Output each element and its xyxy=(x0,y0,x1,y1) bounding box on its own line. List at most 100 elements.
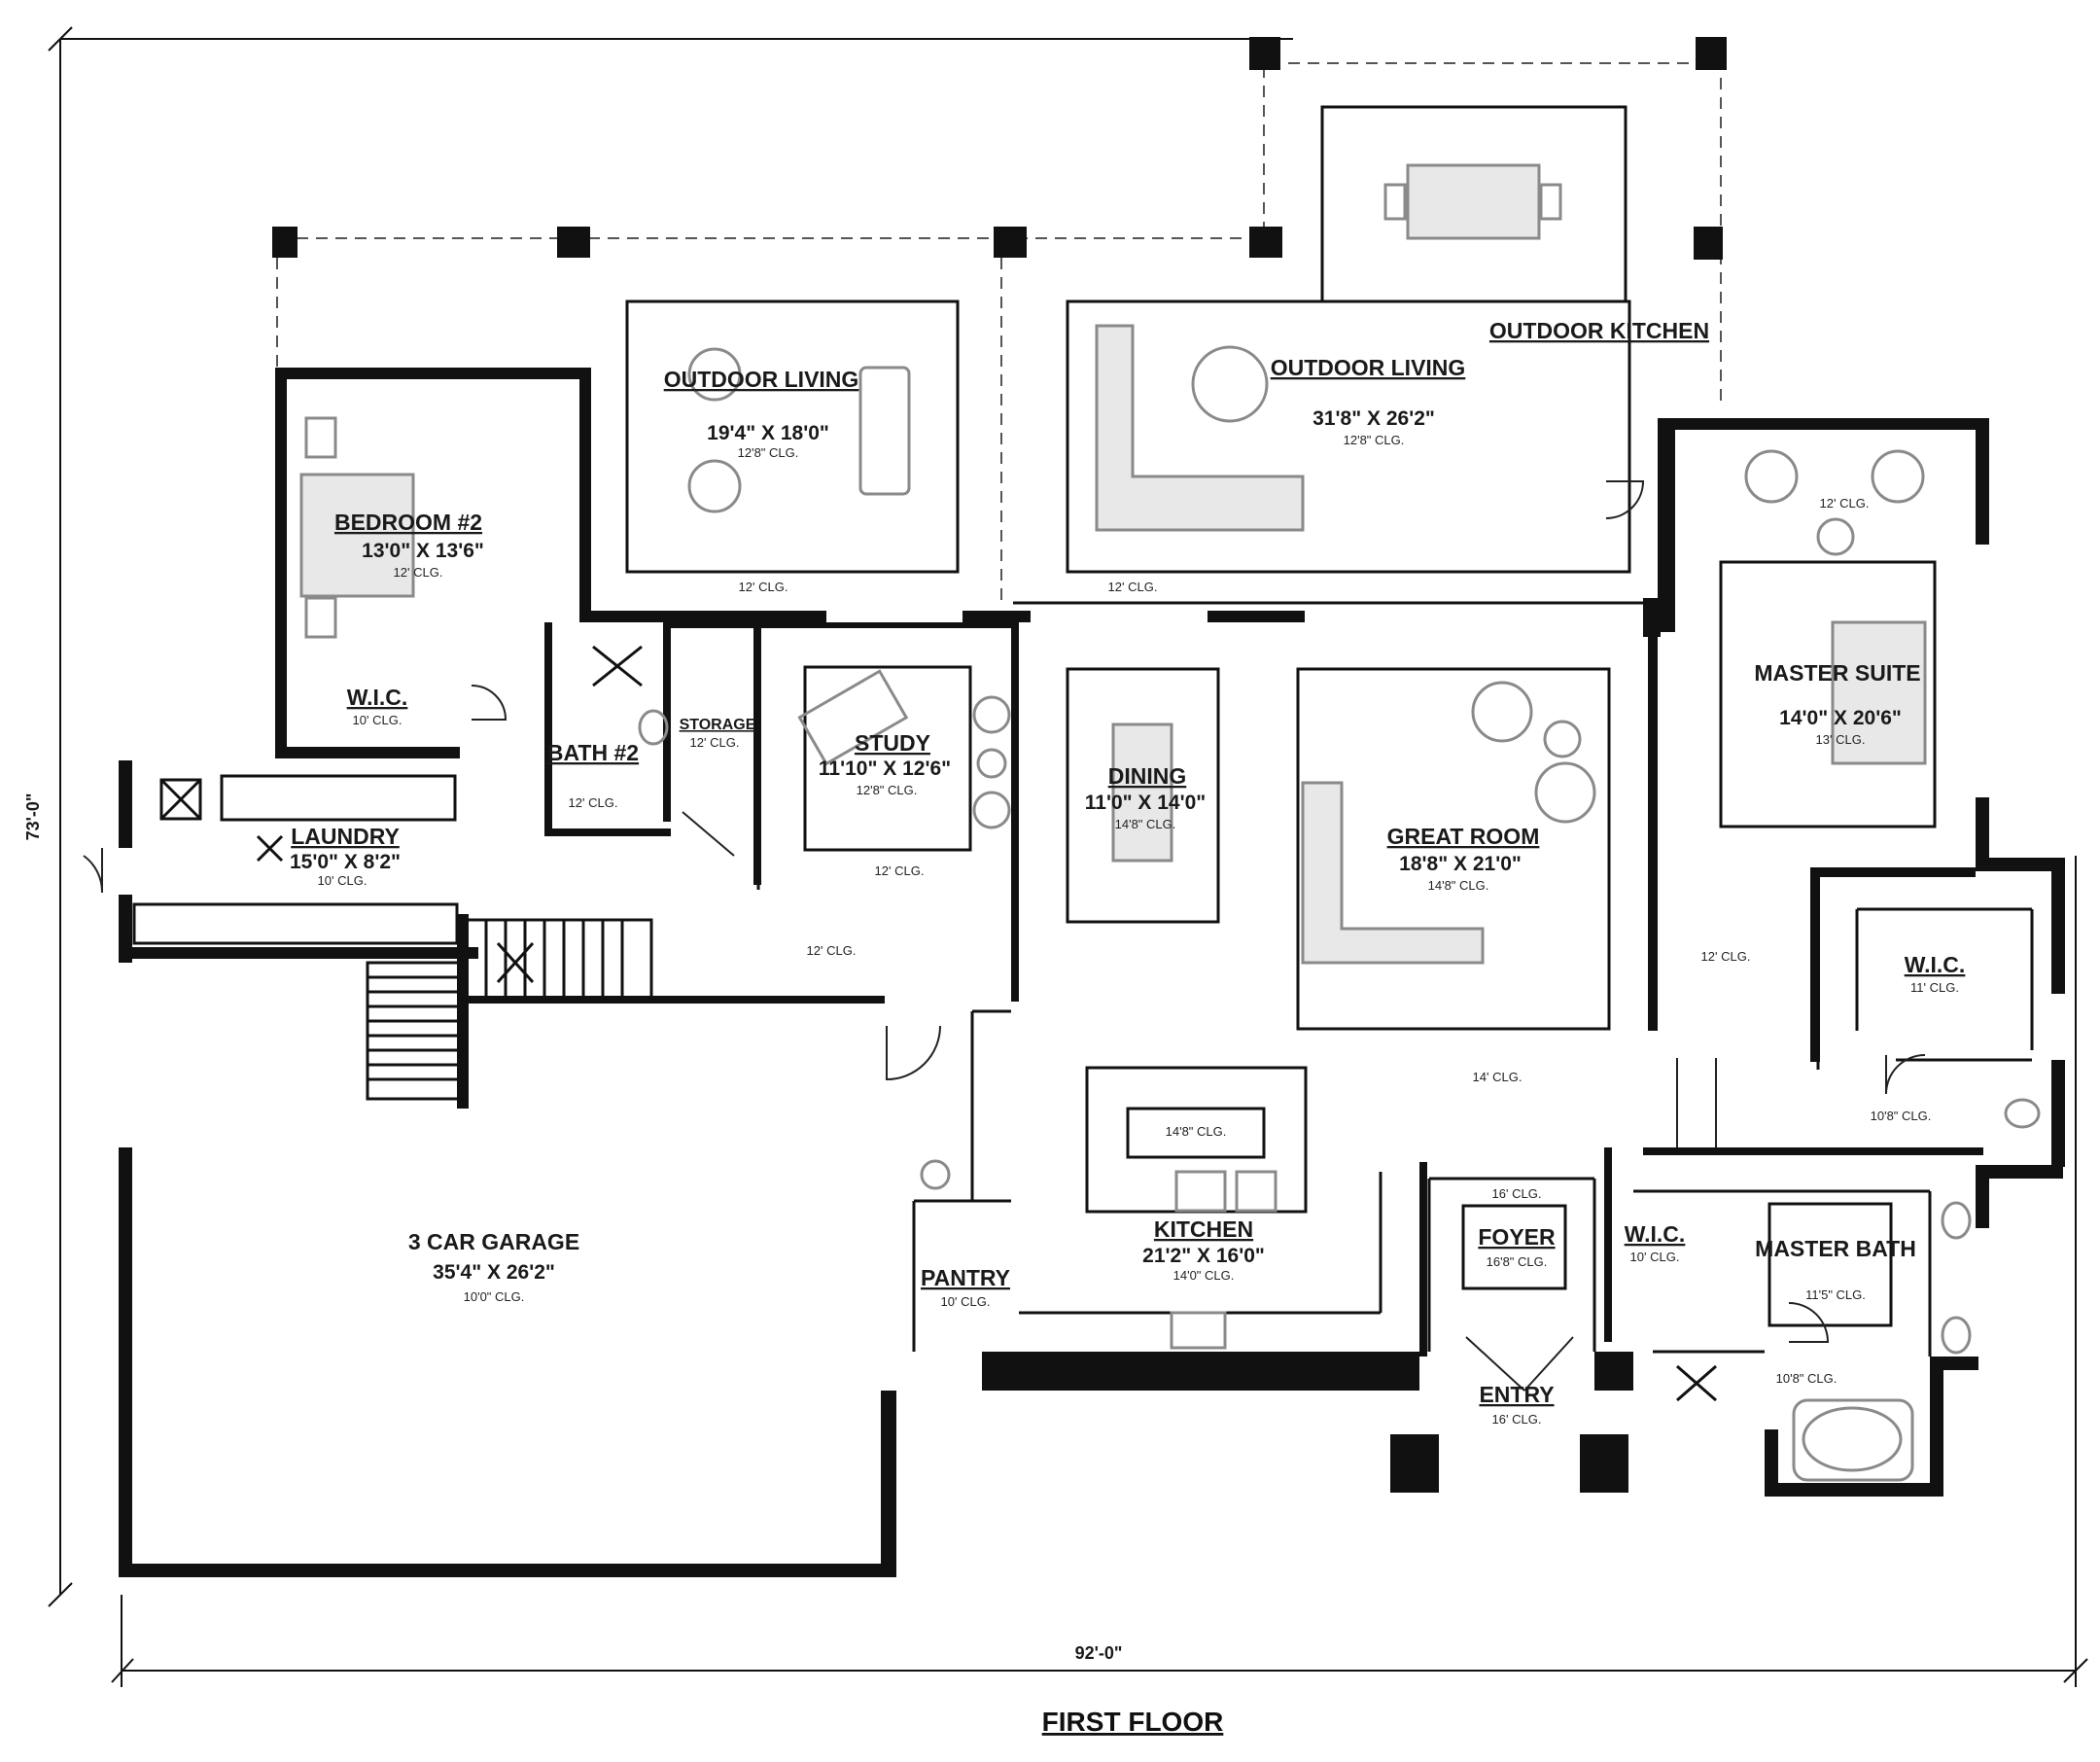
doors xyxy=(83,480,1926,1392)
svg-text:12' CLG.: 12' CLG. xyxy=(690,735,740,750)
outdoor-living-left-rug xyxy=(625,300,960,574)
svg-text:10' CLG.: 10' CLG. xyxy=(318,873,368,888)
svg-text:11'0" X 14'0": 11'0" X 14'0" xyxy=(1085,792,1207,814)
svg-text:10'8" CLG.: 10'8" CLG. xyxy=(1871,1109,1932,1123)
svg-text:15'0" X 8'2": 15'0" X 8'2" xyxy=(290,851,401,873)
master-bath-rug xyxy=(1768,1202,1893,1327)
svg-text:16' CLG.: 16' CLG. xyxy=(1492,1186,1542,1201)
svg-text:14'0" X 20'6": 14'0" X 20'6" xyxy=(1779,707,1902,729)
svg-text:18'8" X 21'0": 18'8" X 21'0" xyxy=(1399,853,1522,875)
svg-text:OUTDOOR LIVING: OUTDOOR LIVING xyxy=(1271,355,1466,380)
svg-text:19'4" X 18'0": 19'4" X 18'0" xyxy=(707,422,829,444)
svg-text:3 CAR GARAGE: 3 CAR GARAGE xyxy=(408,1229,579,1254)
svg-text:21'2" X 16'0": 21'2" X 16'0" xyxy=(1142,1245,1265,1267)
master-bath-label: MASTER BATH 11'5" CLG. xyxy=(1755,1236,1916,1302)
width-dimension-label: 92'-0" xyxy=(1075,1643,1123,1663)
svg-text:DINING: DINING xyxy=(1108,763,1187,789)
svg-text:12'8" CLG.: 12'8" CLG. xyxy=(857,783,918,797)
svg-text:14'8" CLG.: 14'8" CLG. xyxy=(1428,878,1489,893)
exterior-walls xyxy=(119,368,2065,1577)
svg-text:11' CLG.: 11' CLG. xyxy=(1910,980,1959,995)
svg-text:W.I.C.: W.I.C. xyxy=(347,685,408,710)
svg-text:STUDY: STUDY xyxy=(855,730,930,756)
master-suite-label: MASTER SUITE 14'0" X 20'6" 13' CLG. xyxy=(1754,660,1920,747)
porch-outline xyxy=(277,62,1722,408)
svg-text:PANTRY: PANTRY xyxy=(921,1265,1010,1290)
dining-rug xyxy=(1066,667,1220,924)
svg-text:W.I.C.: W.I.C. xyxy=(1905,952,1966,977)
wic-master-label: W.I.C. 11' CLG. xyxy=(1905,952,1966,995)
svg-text:GREAT ROOM: GREAT ROOM xyxy=(1387,824,1540,849)
svg-text:BEDROOM #2: BEDROOM #2 xyxy=(334,510,482,535)
svg-text:16' CLG.: 16' CLG. xyxy=(1492,1412,1542,1427)
svg-text:BATH #2: BATH #2 xyxy=(547,740,639,765)
svg-text:ENTRY: ENTRY xyxy=(1479,1382,1554,1407)
laundry-label: LAUNDRY 15'0" X 8'2" 10' CLG. xyxy=(290,824,401,888)
depth-dimension: 73'-0" xyxy=(23,26,73,1607)
outdoor-living-right-rug xyxy=(1066,300,1631,574)
svg-text:14'0" CLG.: 14'0" CLG. xyxy=(1173,1268,1235,1283)
svg-text:14'8" CLG.: 14'8" CLG. xyxy=(1166,1124,1227,1139)
svg-text:W.I.C.: W.I.C. xyxy=(1625,1221,1686,1247)
depth-dimension-label: 73'-0" xyxy=(23,793,43,841)
plan-title: FIRST FLOOR xyxy=(1042,1707,1224,1737)
furniture xyxy=(299,163,2041,1482)
garage-label: 3 CAR GARAGE 35'4" X 26'2" 10'0" CLG. xyxy=(408,1229,579,1304)
svg-text:MASTER BATH: MASTER BATH xyxy=(1755,1236,1916,1261)
pantry-label: PANTRY 10' CLG. xyxy=(921,1265,1010,1309)
foyer-label: FOYER 16'8" CLG. xyxy=(1478,1224,1556,1269)
svg-text:13' CLG.: 13' CLG. xyxy=(1816,732,1866,747)
great-room-label: GREAT ROOM 18'8" X 21'0" 14'8" CLG. xyxy=(1387,824,1540,893)
study-label: STUDY 11'10" X 12'6" 12'8" CLG. xyxy=(819,730,951,797)
svg-text:12' CLG.: 12' CLG. xyxy=(1108,580,1158,594)
svg-text:12' CLG.: 12' CLG. xyxy=(875,863,925,878)
svg-text:10' CLG.: 10' CLG. xyxy=(941,1294,991,1309)
svg-text:12' CLG.: 12' CLG. xyxy=(394,565,443,580)
svg-text:MASTER SUITE: MASTER SUITE xyxy=(1754,660,1920,686)
svg-text:12'8" CLG.: 12'8" CLG. xyxy=(1344,433,1405,447)
outdoor-living-right-label: OUTDOOR LIVING 31'8" X 26'2" 12'8" CLG. xyxy=(1271,355,1466,447)
svg-text:KITCHEN: KITCHEN xyxy=(1154,1216,1253,1242)
room-labels: OUTDOOR LIVING 19'4" X 18'0" 12'8" CLG. … xyxy=(290,318,1965,1427)
svg-text:11'10" X 12'6": 11'10" X 12'6" xyxy=(819,758,951,780)
svg-text:10' CLG.: 10' CLG. xyxy=(353,713,402,727)
outdoor-dining-area xyxy=(1320,105,1628,301)
storage-label: STORAGE 12' CLG. xyxy=(680,717,756,750)
svg-text:10'0" CLG.: 10'0" CLG. xyxy=(464,1289,525,1304)
kitchen-island xyxy=(1085,1066,1308,1214)
width-dimension: 92'-0" xyxy=(60,38,2088,1687)
ceiling-notes: 12' CLG. 12' CLG. 12' CLG. 12' CLG. 12' … xyxy=(739,496,1932,1386)
svg-text:12' CLG.: 12' CLG. xyxy=(1701,949,1751,964)
svg-text:14'8" CLG.: 14'8" CLG. xyxy=(1115,817,1176,831)
svg-text:35'4" X 26'2": 35'4" X 26'2" xyxy=(433,1261,555,1284)
svg-text:LAUNDRY: LAUNDRY xyxy=(291,824,400,849)
shower-marks xyxy=(256,645,1717,1402)
dining-label: DINING 11'0" X 14'0" 14'8" CLG. xyxy=(1085,763,1207,831)
kitchen-label: KITCHEN 21'2" X 16'0" 14'0" CLG. xyxy=(1142,1216,1265,1283)
kitchen-island-inner xyxy=(1126,1107,1266,1159)
study-rug xyxy=(803,665,972,852)
wic-bed2-label: W.I.C. 10' CLG. xyxy=(347,685,408,727)
bath-2-label: BATH #2 12' CLG. xyxy=(547,740,639,810)
svg-text:12' CLG.: 12' CLG. xyxy=(569,795,618,810)
svg-text:OUTDOOR KITCHEN: OUTDOOR KITCHEN xyxy=(1489,318,1709,343)
svg-text:OUTDOOR LIVING: OUTDOOR LIVING xyxy=(664,367,859,392)
outdoor-kitchen-label: OUTDOOR KITCHEN xyxy=(1489,318,1709,343)
svg-text:12' CLG.: 12' CLG. xyxy=(739,580,788,594)
entry-label: ENTRY 16' CLG. xyxy=(1479,1382,1554,1427)
master-suite-rug xyxy=(1719,560,1937,828)
svg-text:12'8" CLG.: 12'8" CLG. xyxy=(738,445,799,460)
outdoor-living-left-label: OUTDOOR LIVING 19'4" X 18'0" 12'8" CLG. xyxy=(664,367,859,460)
svg-text:12' CLG.: 12' CLG. xyxy=(807,943,857,958)
svg-text:10'8" CLG.: 10'8" CLG. xyxy=(1776,1371,1838,1386)
garage-stairs xyxy=(366,918,653,1101)
svg-text:11'5" CLG.: 11'5" CLG. xyxy=(1805,1287,1866,1302)
svg-text:31'8" X 26'2": 31'8" X 26'2" xyxy=(1312,407,1435,430)
svg-text:13'0" X 13'6": 13'0" X 13'6" xyxy=(362,540,484,562)
wic-bath-label: W.I.C. 10' CLG. xyxy=(1625,1221,1686,1264)
svg-text:STORAGE: STORAGE xyxy=(680,717,756,733)
svg-text:FOYER: FOYER xyxy=(1478,1224,1556,1250)
svg-text:14' CLG.: 14' CLG. xyxy=(1473,1070,1522,1084)
svg-text:10' CLG.: 10' CLG. xyxy=(1630,1250,1680,1264)
